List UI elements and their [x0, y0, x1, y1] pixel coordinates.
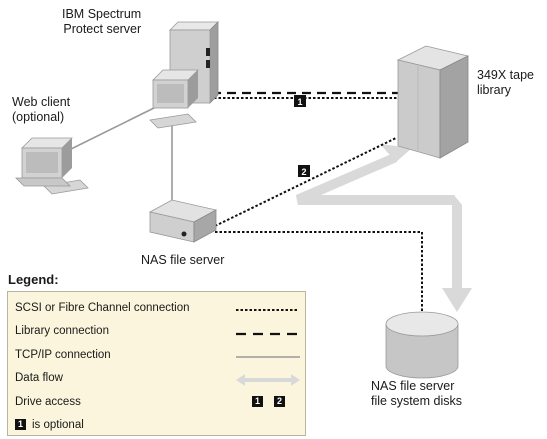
web-client-label: Web client (optional): [12, 95, 71, 124]
legend-scsi-swatch: [236, 309, 298, 311]
legend-dataflow-swatch: [236, 374, 300, 386]
legend-item-scsi: SCSI or Fibre Channel connection: [15, 302, 190, 314]
nas-disks-icon: [385, 311, 459, 379]
legend-drive-badge-1: 1: [252, 396, 263, 407]
legend-item-optional: is optional: [32, 419, 84, 431]
library-connection-badge: 1: [294, 95, 306, 107]
nas-server-label: NAS file server: [141, 253, 225, 267]
scsi-connections: [214, 97, 423, 320]
legend-drive-badge-2: 2: [274, 396, 285, 407]
server-console-icon: [149, 69, 199, 129]
legend-item-drive: Drive access: [15, 396, 81, 408]
tape-library-icon: [396, 45, 470, 159]
legend-item-tcpip: TCP/IP connection: [15, 349, 111, 361]
legend-optional-badge: 1: [15, 419, 26, 430]
svg-text:1: 1: [297, 97, 302, 107]
legend-tcpip-swatch: [236, 356, 300, 358]
legend-item-dataflow: Data flow: [15, 372, 63, 384]
legend-item-library: Library connection: [15, 325, 109, 337]
server-label: IBM Spectrum Protect server: [62, 7, 142, 36]
web-client-icon: [15, 137, 89, 195]
svg-text:2: 2: [301, 167, 306, 177]
tape-library-label: 349X tape library: [477, 68, 534, 97]
drive-access-badge: 2: [298, 165, 310, 177]
nas-disks-label: NAS file server file system disks: [371, 379, 462, 408]
data-flow-arrow: [296, 144, 472, 312]
legend-title: Legend:: [8, 272, 59, 287]
nas-server-icon: [148, 199, 218, 243]
legend: SCSI or Fibre Channel connection Library…: [7, 291, 306, 436]
tcpip-connections: [62, 104, 173, 210]
legend-library-swatch: [236, 332, 298, 336]
